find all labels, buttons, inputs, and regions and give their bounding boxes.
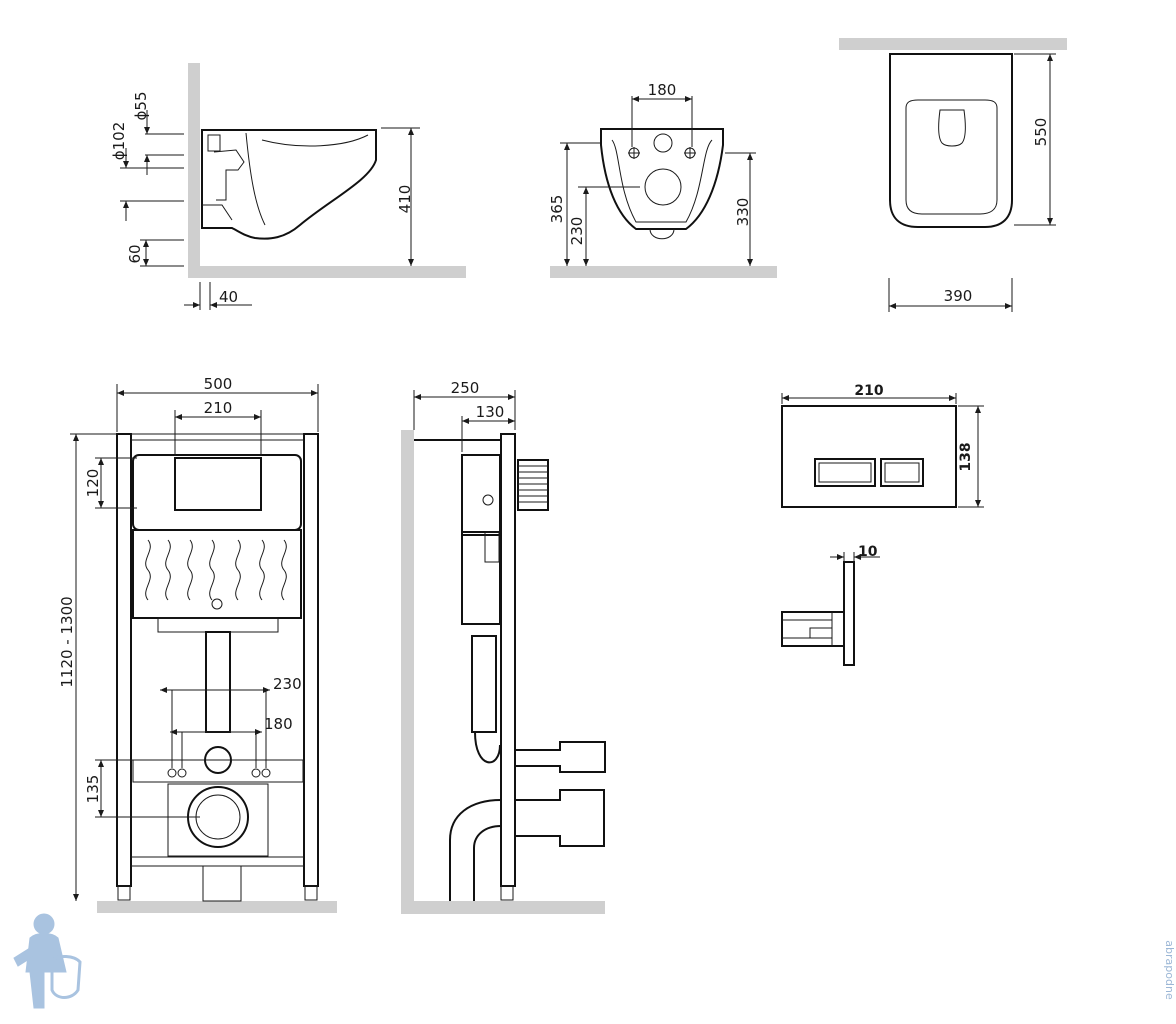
toilet-front-view: 180 365 230 330	[548, 81, 777, 278]
plate-height-138-label: 138	[958, 442, 974, 471]
width-180-label: 180	[648, 81, 677, 99]
offset-40-label: 40	[219, 288, 238, 306]
diameter-55-label: ϕ55	[132, 92, 150, 121]
depth-250-label: 250	[451, 379, 480, 397]
toilet-top-view: 550 390	[839, 38, 1067, 312]
width-390-label: 390	[944, 287, 973, 305]
height-410-label: 410	[396, 185, 414, 214]
plate-width-210-label: 210	[854, 383, 883, 399]
width-500-label: 500	[204, 375, 233, 393]
width-230-label: 230	[273, 675, 302, 693]
flush-plate-side-view: 10	[781, 544, 880, 666]
toilet-side-view: 410 ϕ55 ϕ102 60 40	[110, 63, 466, 310]
width-210-label: 210	[204, 399, 233, 417]
plumber-mascot-icon	[13, 913, 82, 1009]
depth-130-label: 130	[476, 403, 505, 421]
height-230-label: 230	[568, 217, 586, 246]
flush-plate-front-view: 210 138	[781, 383, 984, 508]
height-120-label: 120	[84, 469, 102, 498]
width-180-frame-label: 180	[264, 715, 293, 733]
frame-front-view: 500 210 120 1120 - 1300 230 180 135	[58, 375, 337, 913]
diameter-102-label: ϕ102	[110, 122, 128, 161]
length-550-label: 550	[1032, 118, 1050, 147]
frame-side-view: 250 130	[401, 379, 606, 914]
height-135-label: 135	[84, 775, 102, 804]
watermark-text: abrapodne	[1163, 940, 1176, 1000]
height-365-label: 365	[548, 195, 566, 224]
height-60-label: 60	[126, 244, 144, 263]
height-330-label: 330	[734, 198, 752, 227]
height-range-label: 1120 - 1300	[58, 596, 76, 687]
plate-thickness-10-label: 10	[858, 544, 878, 560]
